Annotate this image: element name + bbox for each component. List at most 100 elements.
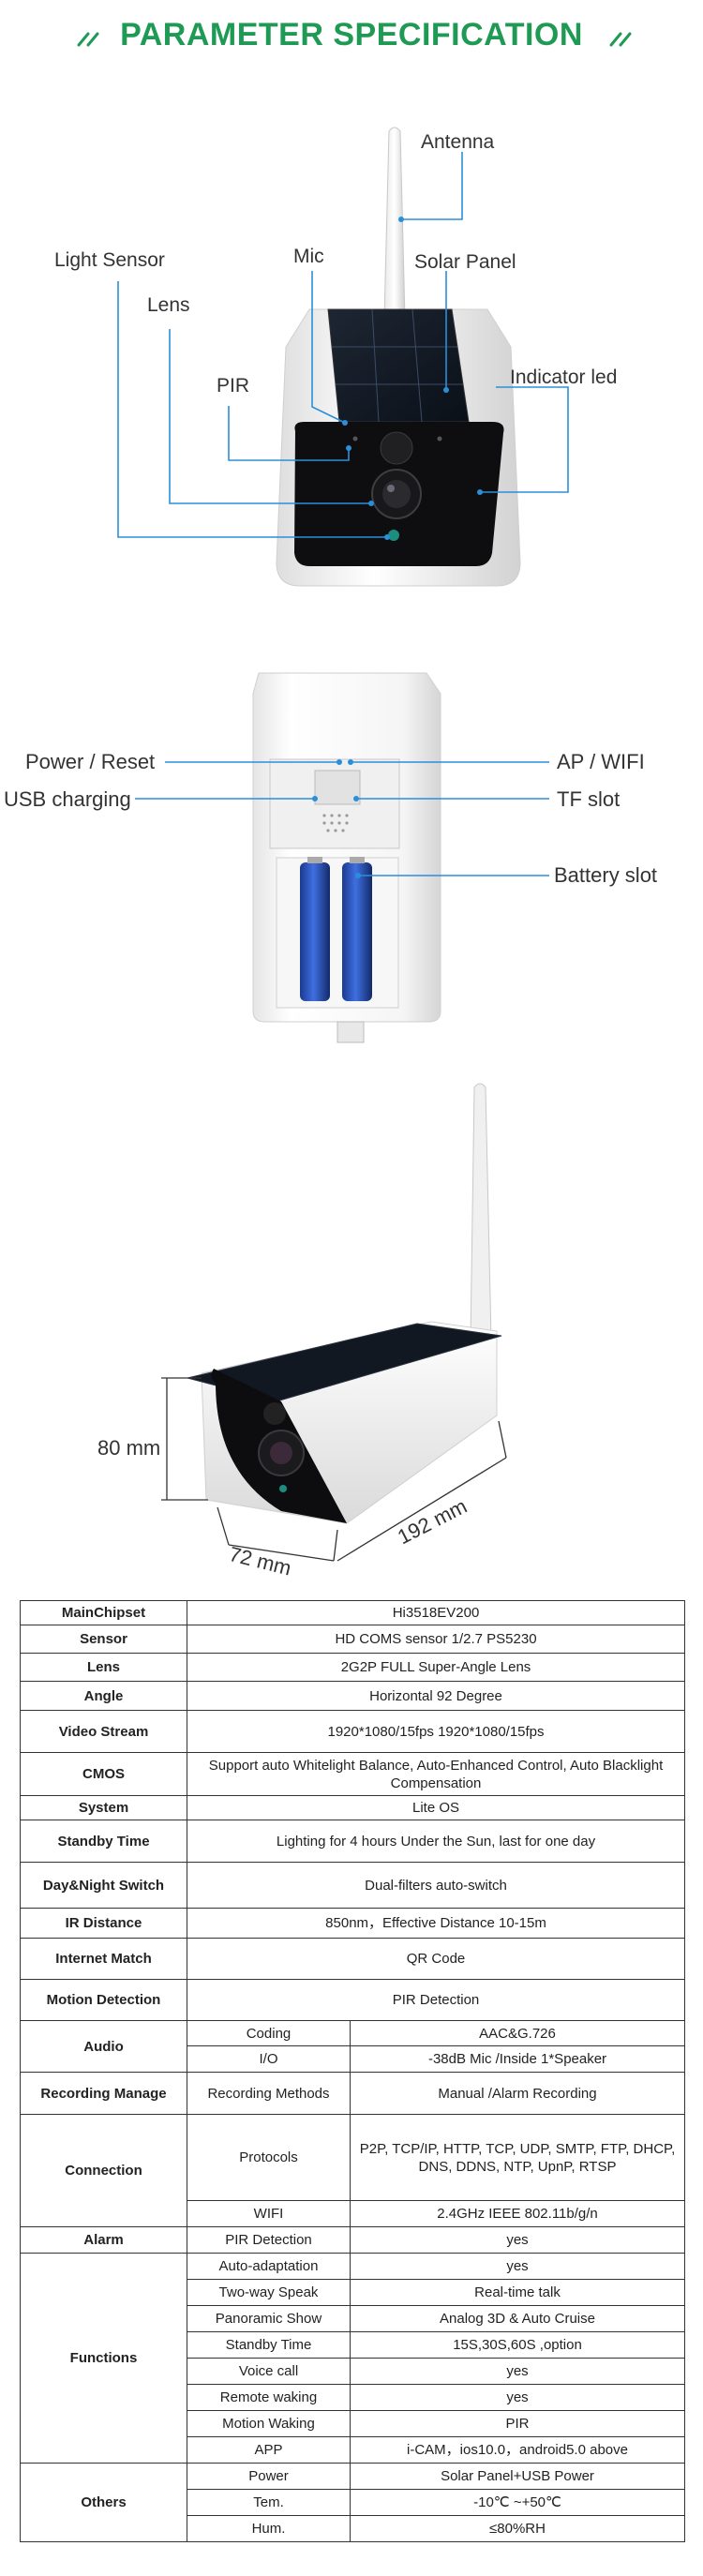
camera-front-illustration: [117, 127, 569, 587]
spec-key: IR Distance: [20, 1908, 187, 1939]
antenna-shape-3d: [470, 1083, 492, 1341]
spec-value: ≤80%RH: [349, 2515, 686, 2542]
spec-key: Motion Detection: [20, 1979, 187, 2021]
spec-subkey: Voice call: [187, 2358, 351, 2385]
spec-value: 850nm，Effective Distance 10-15m: [186, 1908, 686, 1939]
spec-value: 15S,30S,60S ,option: [349, 2331, 686, 2359]
label-antenna: Antenna: [421, 131, 495, 153]
spec-value: Real-time talk: [349, 2279, 686, 2306]
label-power-reset: Power / Reset: [25, 750, 156, 773]
spec-value: Lite OS: [186, 1795, 686, 1820]
spec-key: MainChipset: [20, 1600, 187, 1625]
spec-key: Alarm: [20, 2226, 187, 2254]
camera-back-illustration: [135, 672, 549, 1043]
spec-subkey: PIR Detection: [187, 2226, 351, 2254]
label-mic: Mic: [293, 246, 324, 267]
spec-key: Lens: [20, 1653, 187, 1682]
label-ap-wifi: AP / WIFI: [557, 750, 645, 773]
spec-value: i-CAM，ios10.0，android5.0 above: [349, 2436, 686, 2464]
spec-subkey: APP: [187, 2436, 351, 2464]
spec-key: Functions: [20, 2253, 187, 2464]
spec-subkey: WIFI: [187, 2200, 351, 2227]
spec-subkey: Tem.: [187, 2489, 351, 2516]
spec-subkey: Remote waking: [187, 2384, 351, 2411]
spec-value: Solar Panel+USB Power: [349, 2463, 686, 2490]
spec-value: 2.4GHz IEEE 802.11b/g/n: [349, 2200, 686, 2227]
spec-value: -10℃ ~+50℃: [349, 2489, 686, 2516]
label-tf-slot: TF slot: [557, 787, 621, 811]
spec-value: PIR Detection: [186, 1979, 686, 2021]
spec-subkey: Coding: [187, 2020, 351, 2046]
label-height-dimension: 80 mm: [97, 1436, 161, 1460]
spec-value: AAC&G.726: [349, 2020, 686, 2046]
spec-value: yes: [349, 2226, 686, 2254]
table-row: I/O-38dB Mic /Inside 1*Speaker: [21, 2045, 686, 2073]
callout-lines-back: [135, 761, 549, 876]
label-light-sensor: Light Sensor: [54, 249, 165, 271]
table-row: Hum.≤80%RH: [21, 2515, 686, 2542]
spec-value: 2G2P FULL Super-Angle Lens: [186, 1653, 686, 1682]
spec-subkey: Motion Waking: [187, 2410, 351, 2437]
spec-subkey: I/O: [187, 2045, 351, 2073]
spec-subkey: Standby Time: [187, 2331, 351, 2359]
spec-subkey: Auto-adaptation: [187, 2253, 351, 2280]
label-indicator-led: Indicator led: [510, 367, 618, 388]
header: PARAMETER SPECIFICATION: [0, 17, 703, 53]
spec-key: Sensor: [20, 1625, 187, 1654]
label-solar-panel: Solar Panel: [414, 251, 516, 273]
spec-value: Dual-filters auto-switch: [186, 1862, 686, 1909]
label-lens: Lens: [147, 294, 190, 316]
spec-value: QR Code: [186, 1938, 686, 1980]
spec-value: Hi3518EV200: [186, 1600, 686, 1625]
callout-lines: [117, 152, 569, 538]
spec-key: Video Stream: [20, 1710, 187, 1753]
spec-value: Lighting for 4 hours Under the Sun, last…: [186, 1820, 686, 1863]
left-leaf-icon: [77, 32, 99, 47]
camera-dimension-illustration: [161, 1083, 507, 1562]
label-usb-charging: USB charging: [4, 787, 131, 811]
spec-value: Analog 3D & Auto Cruise: [349, 2305, 686, 2332]
spec-value: Manual /Alarm Recording: [349, 2072, 686, 2115]
spec-key: Day&Night Switch: [20, 1862, 187, 1909]
solar-panel-shape: [327, 308, 470, 423]
spec-key: System: [20, 1795, 187, 1820]
spec-value: PIR: [349, 2410, 686, 2437]
spec-value: -38dB Mic /Inside 1*Speaker: [349, 2045, 686, 2073]
spec-subkey: Protocols: [187, 2114, 351, 2201]
spec-subkey: Two-way Speak: [187, 2279, 351, 2306]
spec-value: yes: [349, 2358, 686, 2385]
spec-subkey: Power: [187, 2463, 351, 2490]
right-leaf-icon: [609, 32, 632, 47]
spec-value: Support auto Whitelight Balance, Auto-En…: [186, 1752, 686, 1796]
spec-value: 1920*1080/15fps 1920*1080/15fps: [186, 1710, 686, 1753]
spec-key: Standby Time: [20, 1820, 187, 1863]
label-pir: PIR: [217, 375, 250, 397]
spec-key: Angle: [20, 1681, 187, 1711]
spec-subkey: Recording Methods: [187, 2072, 351, 2115]
page-title: PARAMETER SPECIFICATION: [120, 17, 583, 52]
spec-key: Internet Match: [20, 1938, 187, 1980]
spec-key: Others: [20, 2463, 187, 2542]
spec-key: CMOS: [20, 1752, 187, 1796]
spec-value: HD COMS sensor 1/2.7 PS5230: [186, 1625, 686, 1654]
